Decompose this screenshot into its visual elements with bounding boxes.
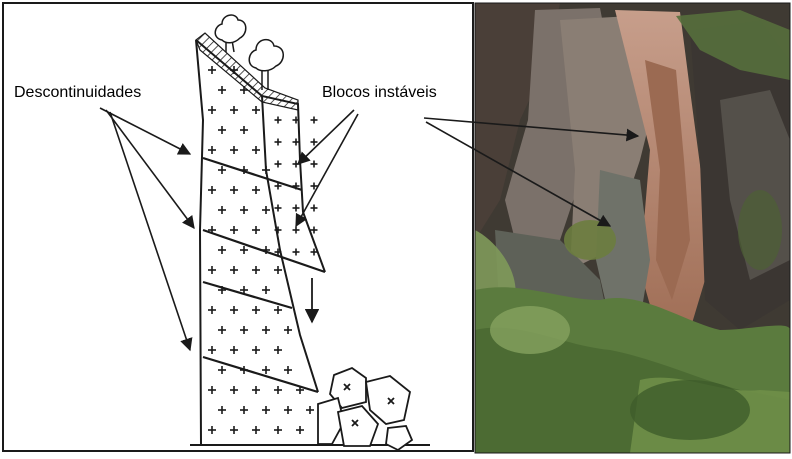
unstable-blocks-label: Blocos instáveis (322, 84, 437, 102)
photo-panel (475, 3, 790, 453)
schematic-panel (3, 3, 473, 451)
discontinuities-label: Descontinuidades (14, 84, 141, 102)
